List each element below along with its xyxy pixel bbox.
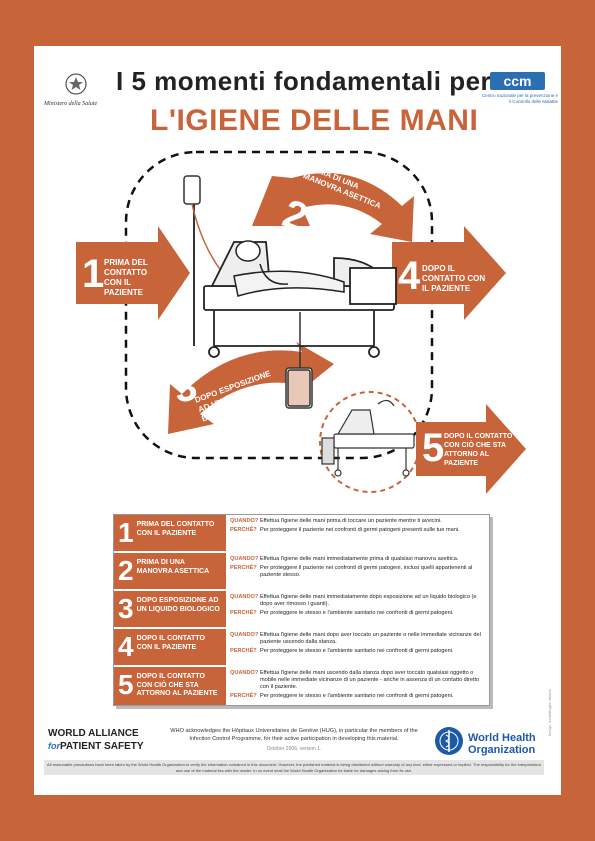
why-text: Per proteggere il paziente nei confronti… — [260, 565, 473, 578]
row-title: PRIMA DEL CONTATTO CON IL PAZIENTE — [136, 521, 215, 537]
when-label: QUANDO? — [230, 632, 259, 638]
row-header: 2 PRIMA DI UNA MANOVRA ASETTICA — [114, 553, 226, 589]
world-alliance-logo: WORLD ALLIANCE forPATIENT SAFETY — [48, 728, 144, 753]
row-title: PRIMA DI UNA MANOVRA ASETTICA — [136, 559, 210, 575]
moment-4-arrow — [392, 226, 506, 320]
ccm-logo: ccm — [490, 72, 545, 90]
poster-sheet: Ministero della Salute I 5 momenti fonda… — [34, 46, 561, 795]
when-text: Effettua l'igiene delle mani immediatame… — [260, 594, 477, 607]
row-number: 2 — [118, 555, 134, 586]
page-title: I 5 momenti fondamentali per — [116, 66, 492, 96]
when-text: Effettua l'igiene delle mani dopo aver t… — [260, 632, 481, 645]
why-label: PERCHÉ? — [230, 610, 257, 616]
why-label: PERCHÉ? — [230, 527, 257, 533]
disclaimer-text: All reasonable precautions have been tak… — [44, 760, 544, 775]
when-label: QUANDO? — [230, 518, 259, 524]
version-date: October 2006, version 1. — [266, 746, 322, 752]
when-text: Effettua l'igiene delle mani prima di to… — [260, 518, 442, 524]
when-label: QUANDO? — [230, 556, 259, 562]
row-title: DOPO IL CONTATTO CON CIÒ CHE STA ATTORNO… — [136, 673, 218, 697]
acknowledgement-text: WHO acknowledges the Hôpitaux Universita… — [170, 728, 418, 742]
moment-2-arrow — [252, 172, 414, 242]
row-number: 3 — [118, 593, 134, 624]
moment-1-arrow — [76, 226, 190, 320]
moment-5-arrow — [416, 404, 526, 494]
who-emblem-icon — [435, 727, 463, 755]
moment-1-label: PRIMA DEL CONTATTO CON IL PAZIENTE — [104, 258, 148, 297]
when-label: QUANDO? — [230, 670, 259, 676]
ministry-label: Ministero della Salute — [44, 101, 98, 107]
ministry-emblem-icon — [65, 73, 87, 95]
why-text: Per proteggere il paziente nei confronti… — [260, 527, 460, 533]
row-number: 1 — [118, 517, 134, 548]
table-row: 3 DOPO ESPOSIZIONE AD UN LIQUIDO BIOLOGI… — [114, 591, 489, 629]
why-text: Per proteggere te stesso e l'ambiente sa… — [260, 648, 454, 654]
page-subtitle: L'IGIENE DELLE MANI — [150, 104, 479, 137]
table-row: 2 PRIMA DI UNA MANOVRA ASETTICA QUANDO?E… — [114, 553, 489, 591]
table-row: 4 DOPO IL CONTATTO CON IL PAZIENTE QUAND… — [114, 629, 489, 667]
alliance-for: for — [48, 741, 60, 751]
row-detail: QUANDO?Effettua l'igiene delle mani imme… — [226, 553, 489, 589]
row-title: DOPO IL CONTATTO CON IL PAZIENTE — [136, 635, 205, 651]
empty-bed-icon — [321, 399, 415, 477]
when-text: Effettua l'igiene delle mani uscendo dal… — [260, 670, 480, 690]
who-line2: Organization — [468, 744, 536, 756]
patient-figure — [233, 240, 345, 297]
row-header: 5 DOPO IL CONTATTO CON CIÒ CHE STA ATTOR… — [114, 667, 226, 705]
row-detail: QUANDO?Effettua l'igiene delle mani prim… — [226, 515, 489, 551]
alliance-line2: PATIENT SAFETY — [60, 741, 144, 752]
moment-5-number: 5 — [422, 426, 445, 470]
moment-4-number: 4 — [398, 254, 421, 298]
moment-4-label: DOPO IL CONTATTO CON IL PAZIENTE — [422, 264, 486, 293]
moments-table: 1 PRIMA DEL CONTATTO CON IL PAZIENTE QUA… — [113, 514, 490, 706]
moment-1-number: 1 — [82, 252, 105, 296]
row-detail: QUANDO?Effettua l'igiene delle mani dopo… — [226, 629, 489, 665]
drainage-bag — [285, 312, 313, 409]
why-label: PERCHÉ? — [230, 693, 257, 699]
row-detail: QUANDO?Effettua l'igiene delle mani usce… — [226, 667, 489, 705]
when-label: QUANDO? — [230, 594, 259, 600]
row-header: 4 DOPO IL CONTATTO CON IL PAZIENTE — [114, 629, 226, 665]
alliance-line1: WORLD ALLIANCE — [48, 728, 139, 739]
when-text: Effettua l'igiene delle mani immediatame… — [260, 556, 459, 562]
row-detail: QUANDO?Effettua l'igiene delle mani imme… — [226, 591, 489, 627]
why-label: PERCHÉ? — [230, 565, 257, 571]
why-label: PERCHÉ? — [230, 648, 257, 654]
moment-3-arrow — [168, 342, 334, 434]
why-text: Per proteggere te stesso e l'ambiente sa… — [260, 610, 454, 616]
hand-hygiene-diagram — [76, 150, 526, 494]
moment-5-label: DOPO IL CONTATTO CON CIÒ CHE STA ATTORNO… — [444, 433, 513, 467]
table-row: 5 DOPO IL CONTATTO CON CIÒ CHE STA ATTOR… — [114, 667, 489, 705]
who-line1: World Health — [468, 732, 536, 744]
who-logo-text: World Health Organization — [468, 732, 536, 756]
why-text: Per proteggere te stesso e l'ambiente sa… — [260, 693, 454, 699]
row-header: 3 DOPO ESPOSIZIONE AD UN LIQUIDO BIOLOGI… — [114, 591, 226, 627]
row-number: 5 — [118, 669, 134, 700]
row-header: 1 PRIMA DEL CONTATTO CON IL PAZIENTE — [114, 515, 226, 551]
design-credit: Design: mondofragilis network — [548, 689, 552, 736]
row-number: 4 — [118, 631, 134, 662]
row-title: DOPO ESPOSIZIONE AD UN LIQUIDO BIOLOGICO — [136, 597, 220, 613]
ccm-subtitle: Centro nazionale per la prevenzione e il… — [481, 93, 558, 104]
iv-bag — [183, 175, 201, 205]
patient-zone-outline — [124, 150, 434, 460]
table-row: 1 PRIMA DEL CONTATTO CON IL PAZIENTE QUA… — [114, 515, 489, 553]
